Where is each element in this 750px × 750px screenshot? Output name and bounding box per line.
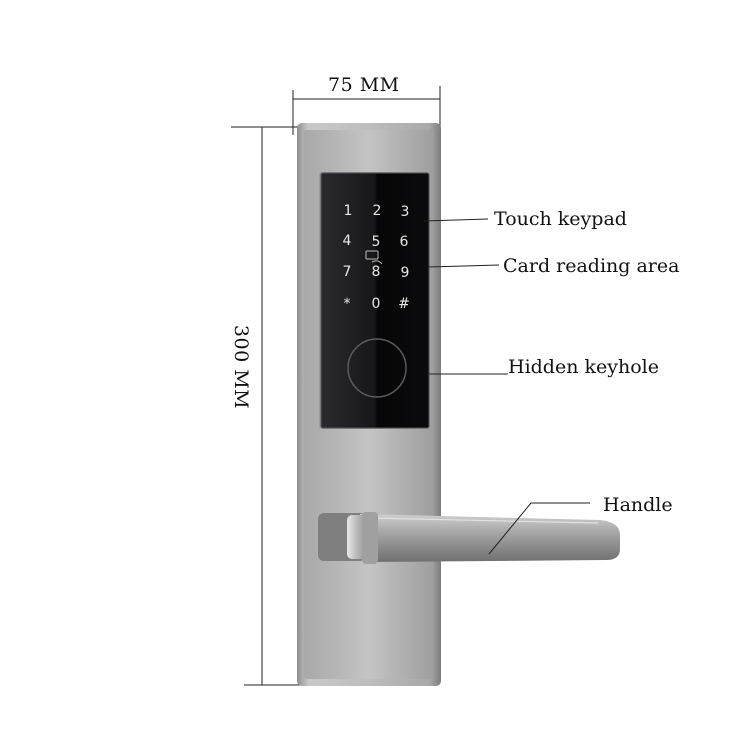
height-dimension-label: 300 MM	[230, 324, 252, 410]
callout-hidden-keyhole: Hidden keyhole	[508, 356, 659, 378]
keypad-key-8: 8	[371, 264, 381, 280]
callout-touch-keypad: Touch keypad	[494, 208, 627, 230]
keypad-key-hash: #	[398, 296, 410, 312]
keypad-key-3: 3	[400, 204, 410, 220]
keypad-key-9: 9	[400, 265, 410, 281]
lever-handle	[318, 512, 620, 564]
keypad-key-2: 2	[372, 203, 382, 219]
card-reader-icon	[365, 250, 383, 265]
keypad-key-5: 5	[371, 234, 381, 250]
callout-card-reading-area: Card reading area	[503, 255, 680, 277]
keypad-key-4: 4	[342, 233, 352, 249]
keypad-key-6: 6	[399, 234, 409, 250]
keypad-key-star: *	[343, 296, 351, 312]
hidden-keyhole-ring	[347, 338, 407, 398]
keypad-key-0: 0	[371, 296, 381, 312]
width-dimension-label: 75 MM	[328, 74, 400, 96]
height-dimension-lines	[231, 126, 300, 686]
keypad-key-1: 1	[343, 203, 353, 219]
keypad-key-7: 7	[342, 264, 352, 280]
callout-handle: Handle	[603, 494, 673, 516]
callout-leader-lines	[423, 218, 590, 555]
